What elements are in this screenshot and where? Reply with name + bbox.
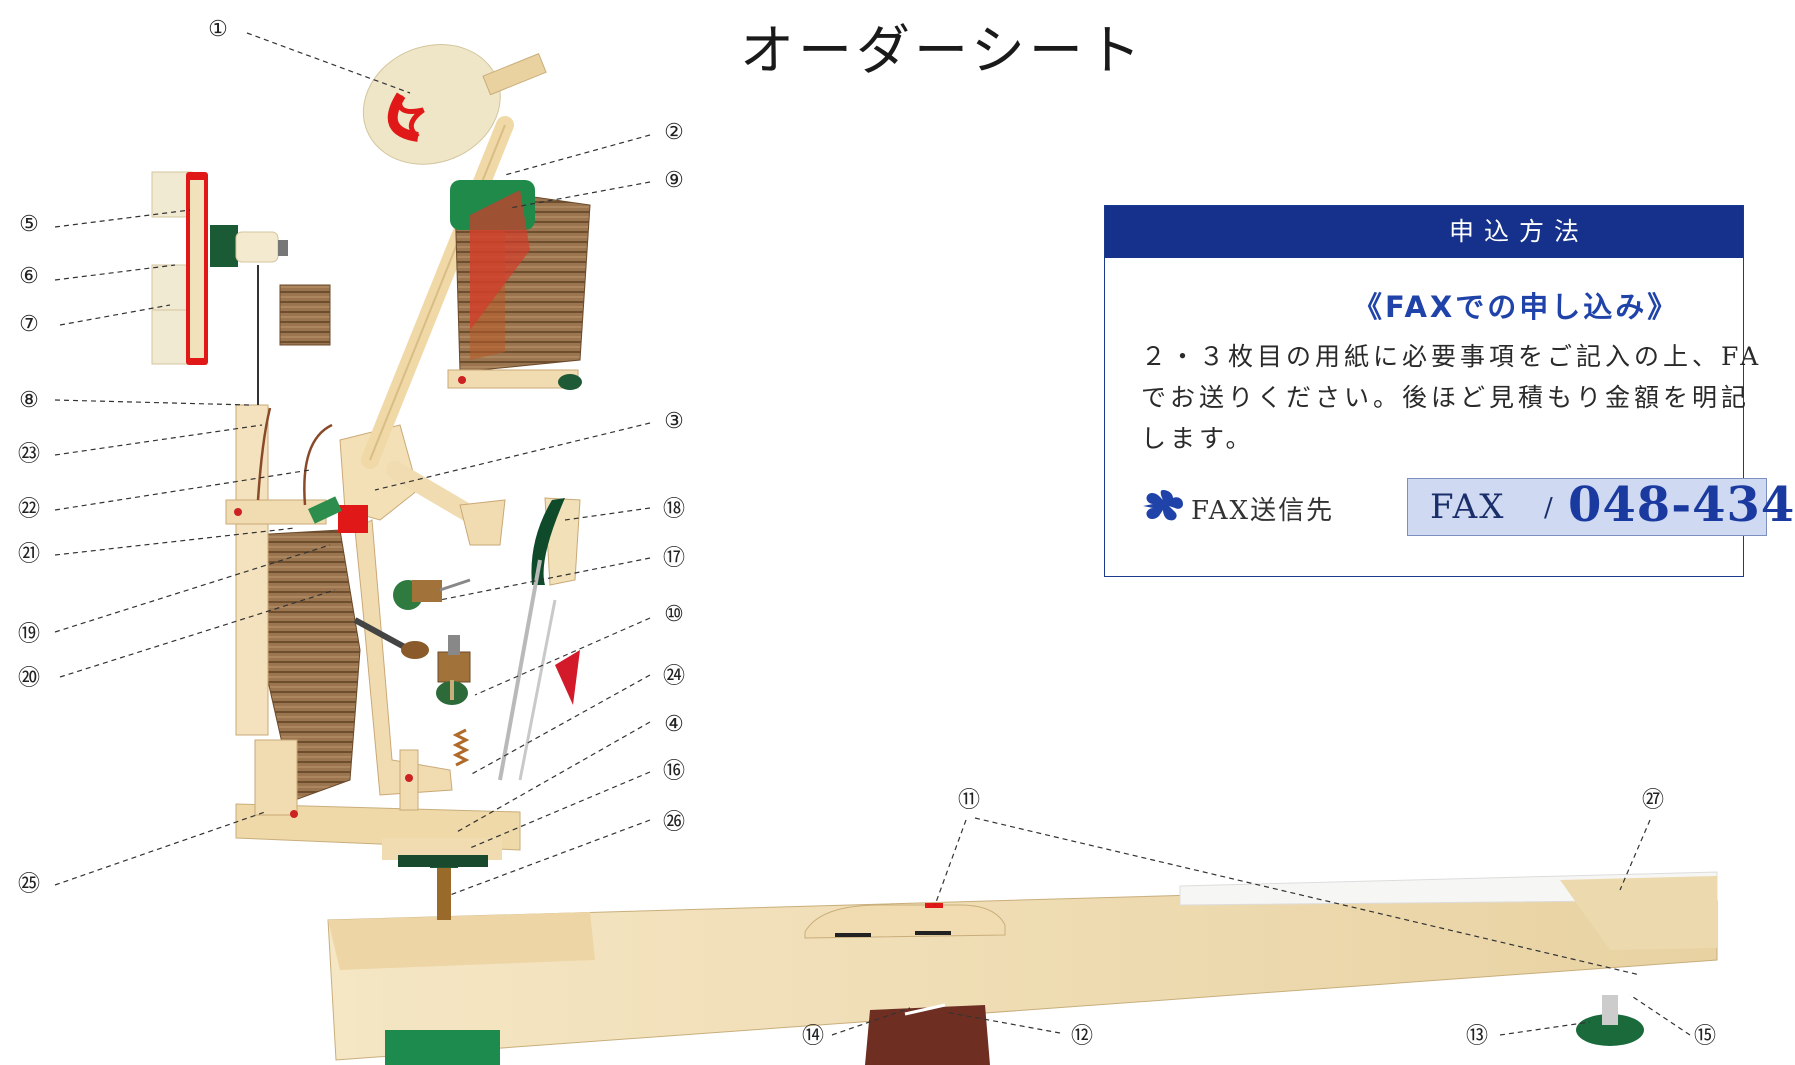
fax-prefix: FAX: [1430, 487, 1506, 527]
callout-1: ①: [208, 17, 228, 42]
fax-number-box: FAX / 048-434: [1407, 477, 1794, 536]
callout-27: ㉗: [1641, 788, 1664, 813]
callout-2: ②: [664, 120, 684, 145]
instruction-line: します。: [1141, 424, 1255, 453]
callout-6: ⑥: [19, 264, 39, 289]
callout-24: ㉔: [662, 664, 685, 689]
fax-arrow-icon: [1143, 490, 1183, 521]
callout-7: ⑦: [19, 312, 39, 337]
panel-instructions: ２・３枚目の用紙に必要事項をご記入の上、FA でお送りください。後ほど見積もり金…: [1141, 336, 1761, 459]
application-method-panel: 申込方法 《FAXでの申し込み》 ２・３枚目の用紙に必要事項をご記入の上、FA …: [1104, 205, 1794, 577]
callout-17: ⑰: [662, 546, 685, 571]
fax-destination-row: FAX送信先 FAX / 048-434: [1139, 477, 1794, 538]
callout-13: ⑬: [1465, 1024, 1488, 1049]
instruction-line: でお送りください。後ほど見積もり金額を明記: [1141, 383, 1751, 412]
fax-number: 048-434: [1568, 477, 1795, 533]
fax-slash: /: [1544, 493, 1553, 523]
callout-5: ⑤: [19, 212, 39, 237]
callout-15: ⑮: [1693, 1024, 1716, 1049]
callout-9: ⑨: [664, 168, 684, 193]
callout-21: ㉑: [17, 542, 40, 567]
callout-22: ㉒: [17, 497, 40, 522]
callout-18: ⑱: [662, 497, 685, 522]
callout-26: ㉖: [662, 810, 685, 835]
order-sheet-page: オーダーシート ① ② ⑨ ⑤ ⑥ ⑦ ⑧ ㉓ ㉒ ㉑ ⑲ ⑳ ③ ⑱ ⑰ ⑩ …: [17, 17, 1794, 1065]
panel-heading: 申込方法: [1105, 206, 1743, 258]
callout-14: ⑭: [801, 1024, 824, 1049]
instruction-line: ２・３枚目の用紙に必要事項をご記入の上、FA: [1141, 342, 1763, 371]
panel-subheading: 《FAXでの申し込み》: [1353, 290, 1680, 324]
callout-8: ⑧: [19, 388, 39, 413]
piano-action-illustration: [54, 32, 1718, 1065]
fax-destination-label: FAX送信先: [1191, 496, 1335, 526]
callout-4: ④: [664, 712, 684, 737]
callout-12: ⑫: [1070, 1024, 1093, 1049]
callout-3: ③: [664, 409, 684, 434]
callout-19: ⑲: [17, 622, 40, 647]
callout-23: ㉓: [17, 442, 40, 467]
callout-10: ⑩: [664, 602, 684, 627]
callout-11: ⑪: [957, 788, 980, 813]
callout-25: ㉕: [17, 872, 40, 897]
callout-16: ⑯: [662, 759, 685, 784]
page-title: オーダーシート: [740, 19, 1145, 82]
callout-20: ⑳: [17, 666, 40, 691]
